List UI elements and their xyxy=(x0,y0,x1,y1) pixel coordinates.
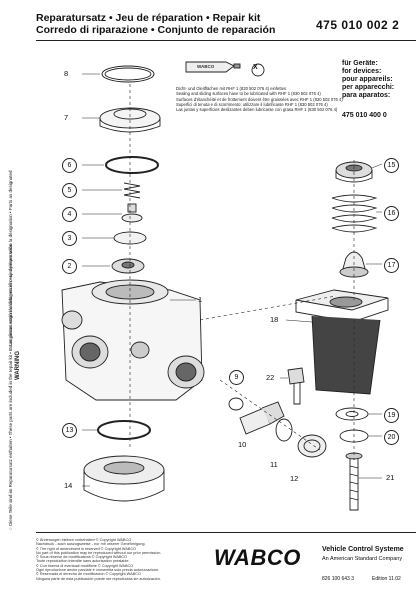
part-label-3: 3 xyxy=(62,231,77,246)
document-number: 826 100 643 3 xyxy=(322,576,354,582)
part-label-7: 7 xyxy=(64,113,69,122)
part-label-16: 16 xyxy=(384,206,399,221)
part-22-screw xyxy=(287,367,305,405)
part-8-snap-ring xyxy=(101,65,155,83)
footer-rule xyxy=(36,532,416,533)
part-label-21: 21 xyxy=(386,473,395,482)
part-label-6: 6 xyxy=(62,158,77,173)
part-16-spring xyxy=(331,194,378,233)
part-19-washer xyxy=(335,407,369,421)
part-label-14: 14 xyxy=(64,481,73,490)
part-9-ring xyxy=(228,397,244,411)
legal-notice: © Änderungen bleiben vorbehalten © Copyr… xyxy=(36,538,162,581)
part-label-1: 1 xyxy=(198,295,203,304)
lubrication-symbol-icon xyxy=(251,63,265,77)
part-label-17: 17 xyxy=(384,258,399,273)
part-10-piston xyxy=(239,401,285,435)
part-21-bolt xyxy=(345,452,363,511)
company-name: Vehicle Control Systeme xyxy=(322,546,404,553)
part-label-9: 9 xyxy=(229,370,244,385)
part-label-12: 12 xyxy=(290,474,299,483)
part-label-4: 4 xyxy=(62,207,77,222)
part-13-o-ring xyxy=(97,420,151,440)
part-label-2: 2 xyxy=(62,259,77,274)
part-label-15: 15 xyxy=(384,158,399,173)
edition-label: Edition 11.02 xyxy=(372,576,401,582)
lubrication-notes: Dicht- und Gleitflächen mit RHF 1 (830 5… xyxy=(176,86,343,113)
part-4-valve xyxy=(121,203,143,223)
part-label-8: 8 xyxy=(64,69,69,78)
devices-label: für Geräte: for devices: pour appareils:… xyxy=(342,60,395,99)
part-18-housing xyxy=(295,289,389,395)
company-subtitle: An American Standard Company xyxy=(322,556,403,562)
title-line-2: Corredo di riparazione • Conjunto de rep… xyxy=(36,24,276,36)
title-line-1: Reparatursatz • Jeu de réparation • Repa… xyxy=(36,12,261,24)
part-label-13: 13 xyxy=(62,423,77,438)
part-6-o-ring xyxy=(105,156,159,174)
part-11-ring xyxy=(275,418,293,442)
device-number: 475 010 400 0 xyxy=(342,112,387,119)
header-rule xyxy=(36,40,416,41)
part-label-11: 11 xyxy=(270,460,278,469)
part-label-19: 19 xyxy=(384,408,399,423)
part-5-spring xyxy=(123,182,141,199)
document-title: Reparatursatz • Jeu de réparation • Repa… xyxy=(36,12,275,36)
lubrication-symbol-label: X xyxy=(253,64,258,71)
part-1-housing xyxy=(61,279,205,401)
part-14-cover xyxy=(83,455,165,502)
part-label-18: 18 xyxy=(270,315,279,324)
wabco-logo: WABCO xyxy=(214,545,301,570)
part-label-20: 20 xyxy=(384,430,399,445)
part-12-spring xyxy=(297,434,327,458)
grease-tube-icon xyxy=(185,61,241,73)
part-label-5: 5 xyxy=(62,183,77,198)
tube-label: WABCO xyxy=(197,64,215,69)
part-number: 475 010 002 2 xyxy=(316,18,400,32)
part-label-22: 22 xyxy=(266,373,275,382)
part-label-10: 10 xyxy=(238,440,247,449)
part-15-valve-top xyxy=(335,161,373,183)
